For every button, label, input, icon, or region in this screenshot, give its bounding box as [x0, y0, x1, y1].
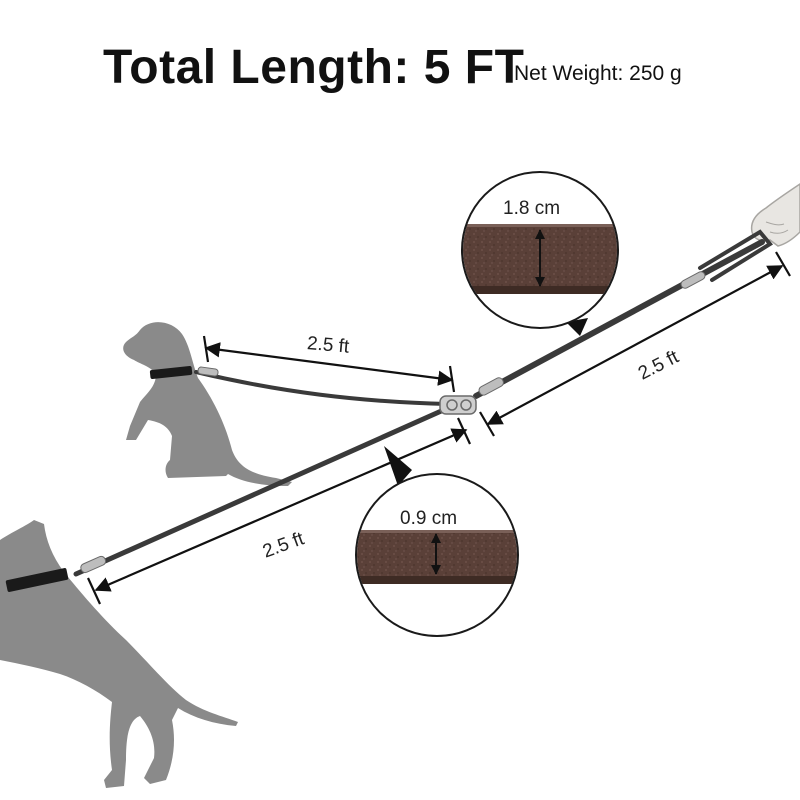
- dimension-arrows: [87, 251, 791, 605]
- branch-strap-magnifier: [355, 473, 519, 637]
- main-strap-width-label: 1.8 cm: [503, 198, 560, 219]
- lower-branch-length-label: 2.5 ft: [260, 528, 308, 562]
- callout-pointer-branch: [384, 446, 412, 486]
- sitting-dog-silhouette: [123, 322, 292, 486]
- hand-icon: [750, 183, 800, 247]
- main-strap-magnifier: [461, 171, 619, 329]
- page-title: Total Length: 5 FT: [103, 41, 525, 94]
- upper-branch-length-label: 2.5 ft: [306, 333, 351, 358]
- main-handle-length-label: 2.5 ft: [635, 346, 683, 384]
- callout-pointer-main: [566, 318, 588, 336]
- net-weight-label: Net Weight: 250 g: [514, 62, 682, 85]
- branch-strap-width-label: 0.9 cm: [400, 508, 457, 529]
- jumping-dog-silhouette: [0, 520, 238, 788]
